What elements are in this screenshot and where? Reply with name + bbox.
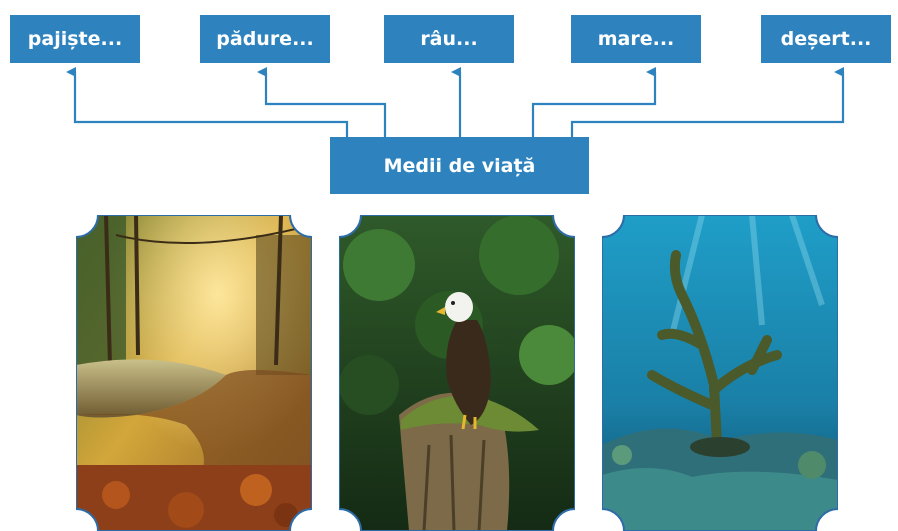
environment-label: deșert... xyxy=(780,28,872,50)
arrow-to-mare xyxy=(531,67,657,137)
eagle-photo xyxy=(339,215,575,531)
environment-label: pădure... xyxy=(216,28,314,50)
central-box: Medii de viață xyxy=(330,137,589,194)
environment-box-pajiste: pajiște... xyxy=(10,15,140,63)
environment-box-mare: mare... xyxy=(571,15,701,63)
environment-label: pajiște... xyxy=(27,28,123,50)
arrow-to-padure xyxy=(257,67,387,137)
environment-label: râu... xyxy=(420,28,478,50)
environment-box-padure: pădure... xyxy=(200,15,330,63)
reef-photo xyxy=(602,215,838,531)
environment-label: mare... xyxy=(597,28,675,50)
environment-box-rau: râu... xyxy=(384,15,514,63)
arrow-to-desert xyxy=(570,67,845,137)
arrow-to-pajiste xyxy=(66,67,349,137)
environment-box-desert: deșert... xyxy=(761,15,891,63)
central-label: Medii de viață xyxy=(383,154,536,177)
forest-photo xyxy=(76,215,312,531)
